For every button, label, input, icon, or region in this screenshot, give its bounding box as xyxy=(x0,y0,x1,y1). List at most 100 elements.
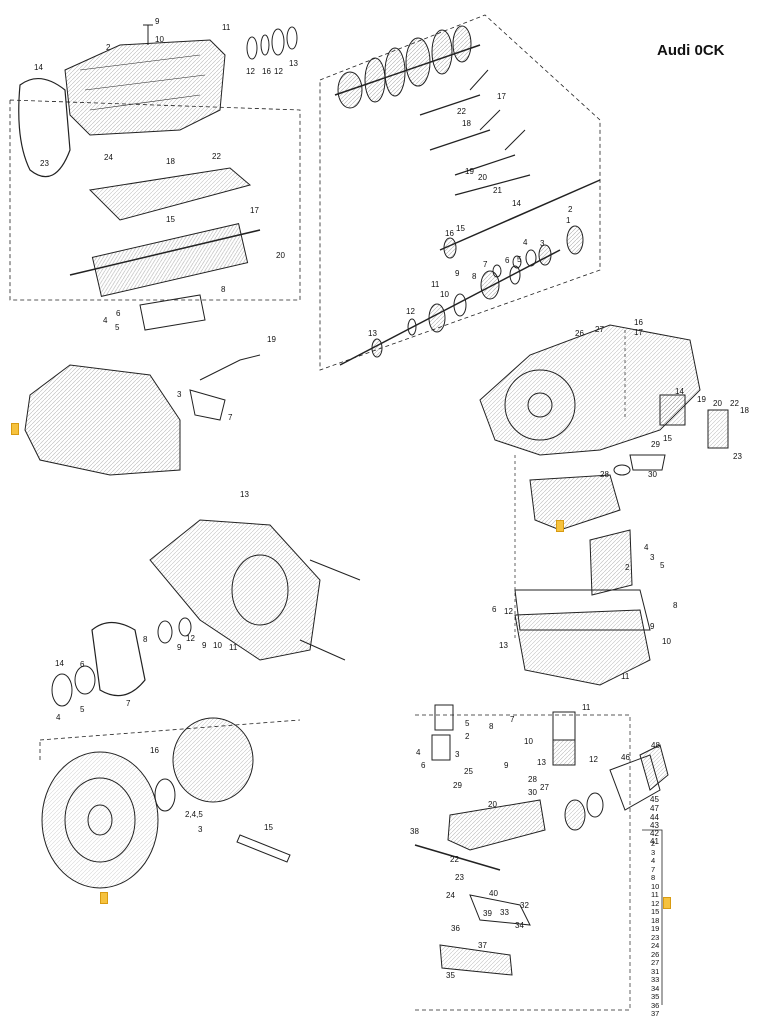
svg-text:2: 2 xyxy=(651,839,655,848)
callout-marker[interactable]: 1 xyxy=(11,423,19,435)
svg-text:5: 5 xyxy=(465,719,470,728)
svg-text:12: 12 xyxy=(406,307,415,316)
svg-text:21: 21 xyxy=(493,186,502,195)
svg-text:4: 4 xyxy=(416,748,421,757)
svg-text:9: 9 xyxy=(650,622,655,631)
svg-text:34: 34 xyxy=(515,921,524,930)
svg-text:11: 11 xyxy=(222,23,231,32)
svg-text:6: 6 xyxy=(80,660,85,669)
svg-text:8: 8 xyxy=(651,873,655,882)
svg-text:10: 10 xyxy=(524,737,533,746)
svg-text:26: 26 xyxy=(575,329,584,338)
svg-text:28: 28 xyxy=(600,470,609,479)
svg-text:5: 5 xyxy=(115,323,120,332)
svg-text:6: 6 xyxy=(421,761,426,770)
svg-text:9: 9 xyxy=(177,643,182,652)
svg-text:14: 14 xyxy=(34,63,43,72)
svg-text:4: 4 xyxy=(523,238,528,247)
svg-text:12: 12 xyxy=(504,607,513,616)
svg-text:20: 20 xyxy=(713,399,722,408)
svg-text:27: 27 xyxy=(651,958,659,967)
svg-text:17: 17 xyxy=(250,206,259,215)
svg-text:26: 26 xyxy=(651,950,659,959)
svg-text:12: 12 xyxy=(589,755,598,764)
svg-text:15: 15 xyxy=(456,224,465,233)
svg-text:13: 13 xyxy=(368,329,377,338)
svg-text:10: 10 xyxy=(155,35,164,44)
svg-text:16: 16 xyxy=(634,318,643,327)
svg-text:45: 45 xyxy=(650,795,659,804)
svg-text:35: 35 xyxy=(651,992,659,1001)
svg-text:3: 3 xyxy=(455,750,460,759)
svg-text:3: 3 xyxy=(540,239,545,248)
svg-text:12: 12 xyxy=(651,899,659,908)
svg-text:23: 23 xyxy=(733,452,742,461)
svg-text:24: 24 xyxy=(104,153,113,162)
svg-text:9: 9 xyxy=(504,761,509,770)
svg-text:4: 4 xyxy=(56,713,61,722)
svg-text:23: 23 xyxy=(651,933,659,942)
svg-text:2: 2 xyxy=(106,43,111,52)
svg-text:43: 43 xyxy=(650,821,659,830)
svg-text:3: 3 xyxy=(651,848,655,857)
svg-text:22: 22 xyxy=(450,855,459,864)
svg-text:33: 33 xyxy=(651,975,659,984)
svg-text:14: 14 xyxy=(675,387,684,396)
svg-text:41: 41 xyxy=(650,837,659,846)
svg-text:33: 33 xyxy=(500,908,509,917)
svg-text:3: 3 xyxy=(198,825,203,834)
svg-text:7: 7 xyxy=(228,413,233,422)
panel-housing-top-left: 2 9 10 11 12 16 12 13 14 23 24 18 22 17 … xyxy=(9,17,301,476)
svg-text:19: 19 xyxy=(465,167,474,176)
svg-text:2,4,5: 2,4,5 xyxy=(185,810,203,819)
svg-text:25: 25 xyxy=(464,767,473,776)
svg-text:15: 15 xyxy=(166,215,175,224)
panel-clutch-mid-left: 13 14 6 5 4 7 8 9 12 9 10 11 16 2,4,5 3 … xyxy=(39,490,361,889)
svg-text:19: 19 xyxy=(651,924,659,933)
svg-text:13: 13 xyxy=(499,641,508,650)
svg-text:7: 7 xyxy=(651,865,655,874)
callout-marker[interactable]: 1 xyxy=(663,897,671,909)
svg-text:9: 9 xyxy=(455,269,460,278)
svg-text:31: 31 xyxy=(651,967,659,976)
svg-text:8: 8 xyxy=(673,601,678,610)
svg-text:4: 4 xyxy=(644,543,649,552)
svg-text:47: 47 xyxy=(650,804,659,813)
callout-marker[interactable]: 1 xyxy=(100,892,108,904)
svg-text:7: 7 xyxy=(126,699,131,708)
svg-text:44: 44 xyxy=(650,813,659,822)
svg-text:15: 15 xyxy=(264,823,273,832)
svg-text:9: 9 xyxy=(155,17,160,26)
svg-text:29: 29 xyxy=(453,781,462,790)
svg-text:12: 12 xyxy=(186,634,195,643)
svg-text:46: 46 xyxy=(621,753,630,762)
svg-text:11: 11 xyxy=(621,672,630,681)
svg-text:14: 14 xyxy=(512,199,521,208)
svg-text:15: 15 xyxy=(651,907,659,916)
svg-text:10: 10 xyxy=(662,637,671,646)
svg-text:9: 9 xyxy=(202,641,207,650)
svg-text:18: 18 xyxy=(166,157,175,166)
svg-text:6: 6 xyxy=(116,309,121,318)
svg-text:8: 8 xyxy=(489,722,494,731)
svg-text:39: 39 xyxy=(483,909,492,918)
svg-text:24: 24 xyxy=(446,891,455,900)
svg-text:18: 18 xyxy=(740,406,749,415)
svg-text:11: 11 xyxy=(229,643,238,652)
svg-text:13: 13 xyxy=(537,758,546,767)
svg-text:27: 27 xyxy=(595,325,604,334)
panel-valvebody-bottom-right: 11 5 8 7 2 10 4 6 3 9 13 12 25 28 30 48 … xyxy=(410,703,669,1018)
svg-text:5: 5 xyxy=(517,255,522,264)
svg-text:3: 3 xyxy=(650,553,655,562)
callout-marker[interactable]: 1 xyxy=(556,520,564,532)
svg-text:17: 17 xyxy=(634,328,643,337)
svg-text:18: 18 xyxy=(651,916,659,925)
svg-text:8: 8 xyxy=(472,272,477,281)
svg-text:14: 14 xyxy=(55,659,64,668)
svg-text:20: 20 xyxy=(478,173,487,182)
svg-text:19: 19 xyxy=(267,335,276,344)
svg-text:40: 40 xyxy=(489,889,498,898)
svg-text:4: 4 xyxy=(651,856,655,865)
svg-text:13: 13 xyxy=(240,490,249,499)
svg-text:38: 38 xyxy=(410,827,419,836)
